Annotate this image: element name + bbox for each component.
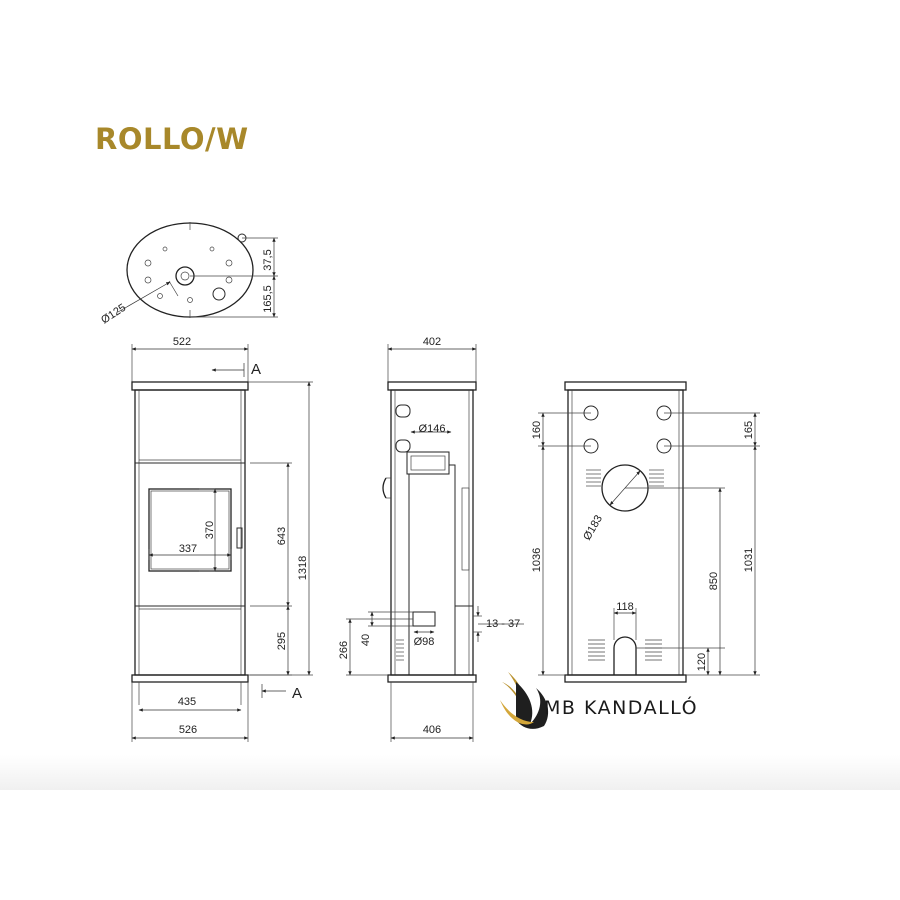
section-mark-top: A — [251, 361, 261, 378]
dim-front-base-width: 435 — [178, 696, 196, 708]
dim-295: 295 — [276, 632, 288, 650]
dim-1036: 1036 — [531, 548, 543, 572]
front-body — [134, 389, 246, 676]
side-door-handle — [382, 477, 387, 499]
dim-side-bottom-depth: 406 — [423, 724, 441, 736]
brand-name: MB KANDALLÓ — [544, 697, 699, 719]
dim-266: 266 — [338, 641, 350, 659]
dim-door-width: 337 — [179, 543, 197, 555]
brand-logo-icon — [500, 672, 549, 729]
dim-165: 165 — [743, 421, 755, 439]
section-mark-bottom: A — [292, 685, 302, 702]
dim-118: 118 — [616, 601, 634, 613]
dim-air-inlet-diameter: Ø98 — [414, 636, 435, 648]
side-rear-pipe-lower — [395, 439, 411, 453]
dim-13-37: 13 - 37 — [486, 618, 520, 630]
dim-front-bottom-width: 526 — [179, 724, 197, 736]
dim-side-flue-diameter: Ø146 — [419, 423, 446, 435]
dim-flue-diameter-top: Ø125 — [99, 302, 128, 327]
front-view: 522 A 435 526 A 370 337 — [131, 336, 313, 742]
top-view-outline — [126, 222, 254, 318]
front-base — [131, 674, 249, 683]
rear-air-inlet — [613, 636, 637, 675]
side-base — [387, 674, 477, 683]
dim-120: 120 — [696, 653, 708, 671]
bottom-shadow — [0, 755, 900, 790]
dim-side-top-depth: 402 — [423, 336, 441, 348]
side-top-plate — [387, 381, 477, 391]
dim-165-5: 165,5 — [262, 285, 274, 313]
dim-1031: 1031 — [743, 548, 755, 572]
side-flue-collar — [406, 451, 450, 475]
dim-160: 160 — [531, 421, 543, 439]
dim-total-height: 1318 — [297, 556, 309, 580]
rear-view: Ø183 160 1036 — [531, 381, 760, 683]
top-view: Ø125 37,5 165,5 — [99, 222, 278, 327]
air-inlet-top — [212, 287, 226, 301]
rear-top-plate — [564, 381, 687, 391]
side-rear-pipe-upper — [395, 404, 411, 418]
door-handle — [236, 527, 243, 549]
front-top-plate — [131, 381, 249, 391]
front-door-frame — [148, 488, 232, 572]
dim-door-height: 370 — [204, 521, 216, 539]
dim-40: 40 — [360, 634, 372, 646]
dim-front-top-width: 522 — [173, 336, 191, 348]
product-title: ROLLO/W — [95, 122, 249, 156]
side-air-inlet — [412, 611, 436, 627]
dim-850: 850 — [708, 572, 720, 590]
rear-base — [564, 674, 687, 683]
dim-rear-flue-diameter: Ø183 — [581, 513, 605, 542]
side-view: 402 Ø146 Ø98 40 266 — [338, 336, 524, 742]
dim-643: 643 — [276, 527, 288, 545]
dim-37-5: 37,5 — [262, 249, 274, 270]
